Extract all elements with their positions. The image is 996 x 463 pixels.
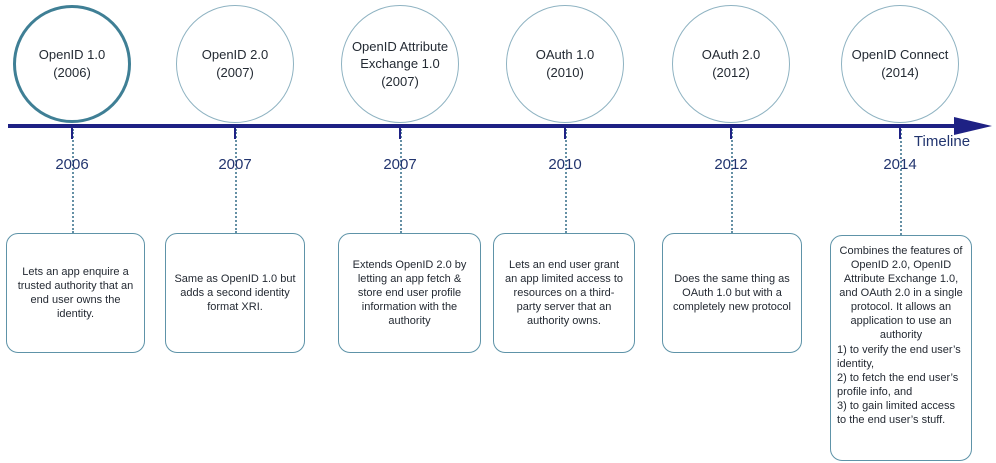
event-name: OAuth 1.0 <box>535 47 595 63</box>
event-name: OAuth 2.0 <box>701 47 761 63</box>
year-label: 2010 <box>548 156 582 173</box>
event-circle-label: OpenID 1.0 (2006) <box>33 46 112 81</box>
description-text: Combines the features of OpenID 2.0, Ope… <box>839 245 963 342</box>
description-box-openid-2-0: Same as OpenID 1.0 but adds a second ide… <box>165 233 305 353</box>
connector-dotted-line <box>235 129 237 233</box>
year-label: 2007 <box>383 156 417 173</box>
event-name: OpenID Attribute Exchange 1.0 <box>351 38 449 72</box>
event-circle-label: OAuth 1.0 (2010) <box>530 46 601 81</box>
description-box-oauth-2-0: Does the same thing as OAuth 1.0 but wit… <box>662 233 802 353</box>
year-label: 2014 <box>883 156 917 173</box>
year-label: 2006 <box>55 156 89 173</box>
event-year-paren: (2007) <box>381 73 419 89</box>
event-circle-label: OpenID 2.0 (2007) <box>196 46 275 81</box>
event-year-paren: (2012) <box>712 65 750 80</box>
timeline-tick <box>399 128 401 139</box>
event-circle-openid-1-0: OpenID 1.0 (2006) <box>13 5 131 123</box>
timeline-arrowhead-icon <box>954 117 992 135</box>
description-text: Extends OpenID 2.0 by letting an app fet… <box>352 258 467 328</box>
event-year-paren: (2007) <box>216 65 254 80</box>
year-label: 2007 <box>218 156 252 173</box>
event-circle-label: OAuth 2.0 (2012) <box>696 46 767 81</box>
timeline-tick <box>564 128 566 139</box>
timeline-tick <box>234 128 236 139</box>
event-circle-openid-2-0: OpenID 2.0 (2007) <box>176 5 294 123</box>
event-year-paren: (2014) <box>881 65 919 80</box>
event-circle-label: OpenID Attribute Exchange 1.0 (2007) <box>342 38 458 91</box>
event-circle-openid-connect: OpenID Connect (2014) <box>841 5 959 123</box>
event-name: OpenID 1.0 <box>38 47 106 63</box>
event-circle-oauth-1-0: OAuth 1.0 (2010) <box>506 5 624 123</box>
connector-dotted-line <box>400 129 402 233</box>
description-box-openid-1-0: Lets an app enquire a trusted authority … <box>6 233 145 353</box>
event-name: OpenID 2.0 <box>201 47 269 63</box>
description-text: Does the same thing as OAuth 1.0 but wit… <box>672 272 791 314</box>
connector-dotted-line <box>565 129 567 233</box>
timeline-tick <box>899 128 901 139</box>
event-circle-label: OpenID Connect (2014) <box>846 46 955 81</box>
year-label: 2012 <box>714 156 748 173</box>
timeline-axis-label: Timeline <box>913 133 971 150</box>
description-text: Lets an app enquire a trusted authority … <box>17 265 134 321</box>
event-year-paren: (2010) <box>546 65 584 80</box>
connector-dotted-line <box>900 129 902 235</box>
event-circle-openid-attribute-exchange: OpenID Attribute Exchange 1.0 (2007) <box>341 5 459 123</box>
description-box-oauth-1-0: Lets an end user grant an app limited ac… <box>493 233 635 353</box>
description-text: Lets an end user grant an app limited ac… <box>504 258 623 328</box>
connector-dotted-line <box>72 129 74 233</box>
description-box-openid-connect: Combines the features of OpenID 2.0, Ope… <box>830 235 972 461</box>
event-circle-oauth-2-0: OAuth 2.0 (2012) <box>672 5 790 123</box>
timeline-tick <box>71 128 73 139</box>
description-box-openid-attribute-exchange: Extends OpenID 2.0 by letting an app fet… <box>338 233 481 353</box>
event-year-paren: (2006) <box>53 65 91 80</box>
description-text: Same as OpenID 1.0 but adds a second ide… <box>174 272 296 314</box>
connector-dotted-line <box>731 129 733 233</box>
description-numbered-list: 1) to verify the end user’s identity, 2)… <box>837 343 961 426</box>
timeline-axis-line <box>8 124 958 128</box>
event-name: OpenID Connect <box>851 47 949 63</box>
timeline-tick <box>730 128 732 139</box>
